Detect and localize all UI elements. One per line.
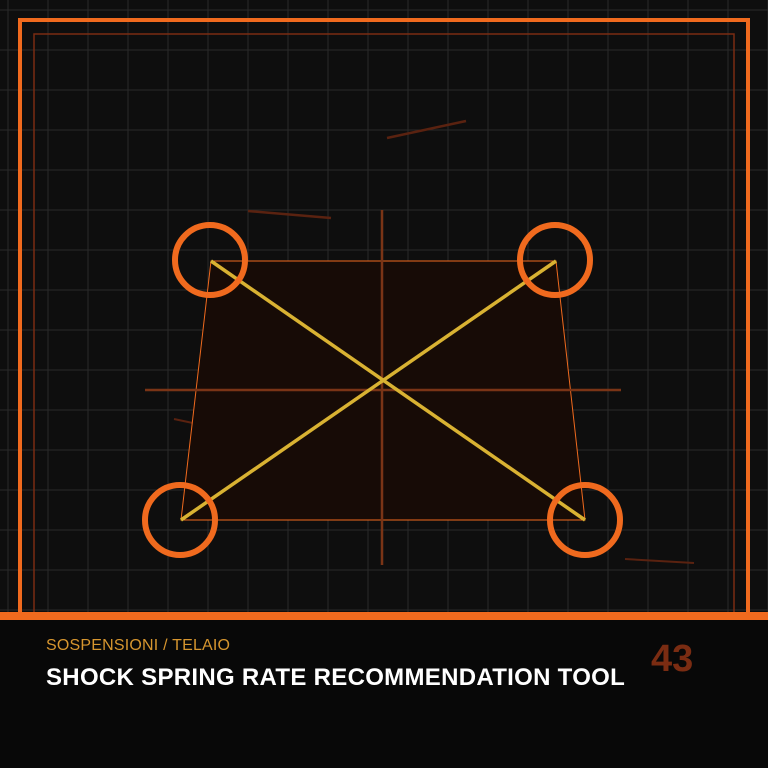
page-title: SHOCK SPRING RATE RECOMMENDATION TOOL bbox=[46, 664, 626, 691]
diagonal-front-right-to-rear-left bbox=[180, 259, 557, 522]
footer-panel: SOSPENSIONI / TELAIO 43 SHOCK SPRING RAT… bbox=[0, 612, 768, 768]
outer-frame bbox=[18, 18, 750, 612]
inner-frame bbox=[33, 33, 735, 612]
stray-line bbox=[247, 209, 332, 220]
rear-right-circle-marker-icon bbox=[547, 482, 623, 558]
rear-left-circle-marker-icon bbox=[142, 482, 218, 558]
suspension-diagram bbox=[0, 0, 768, 612]
diagonal-front-left-to-rear-right bbox=[210, 259, 586, 522]
footer-accent-bar bbox=[0, 612, 768, 620]
tool-number: 43 bbox=[651, 638, 694, 680]
category-label: SOSPENSIONI / TELAIO bbox=[46, 637, 231, 654]
front-left-circle-marker-icon bbox=[172, 222, 248, 298]
stray-line bbox=[386, 119, 467, 140]
front-right-circle-marker-icon bbox=[517, 222, 593, 298]
stray-line bbox=[624, 558, 695, 564]
